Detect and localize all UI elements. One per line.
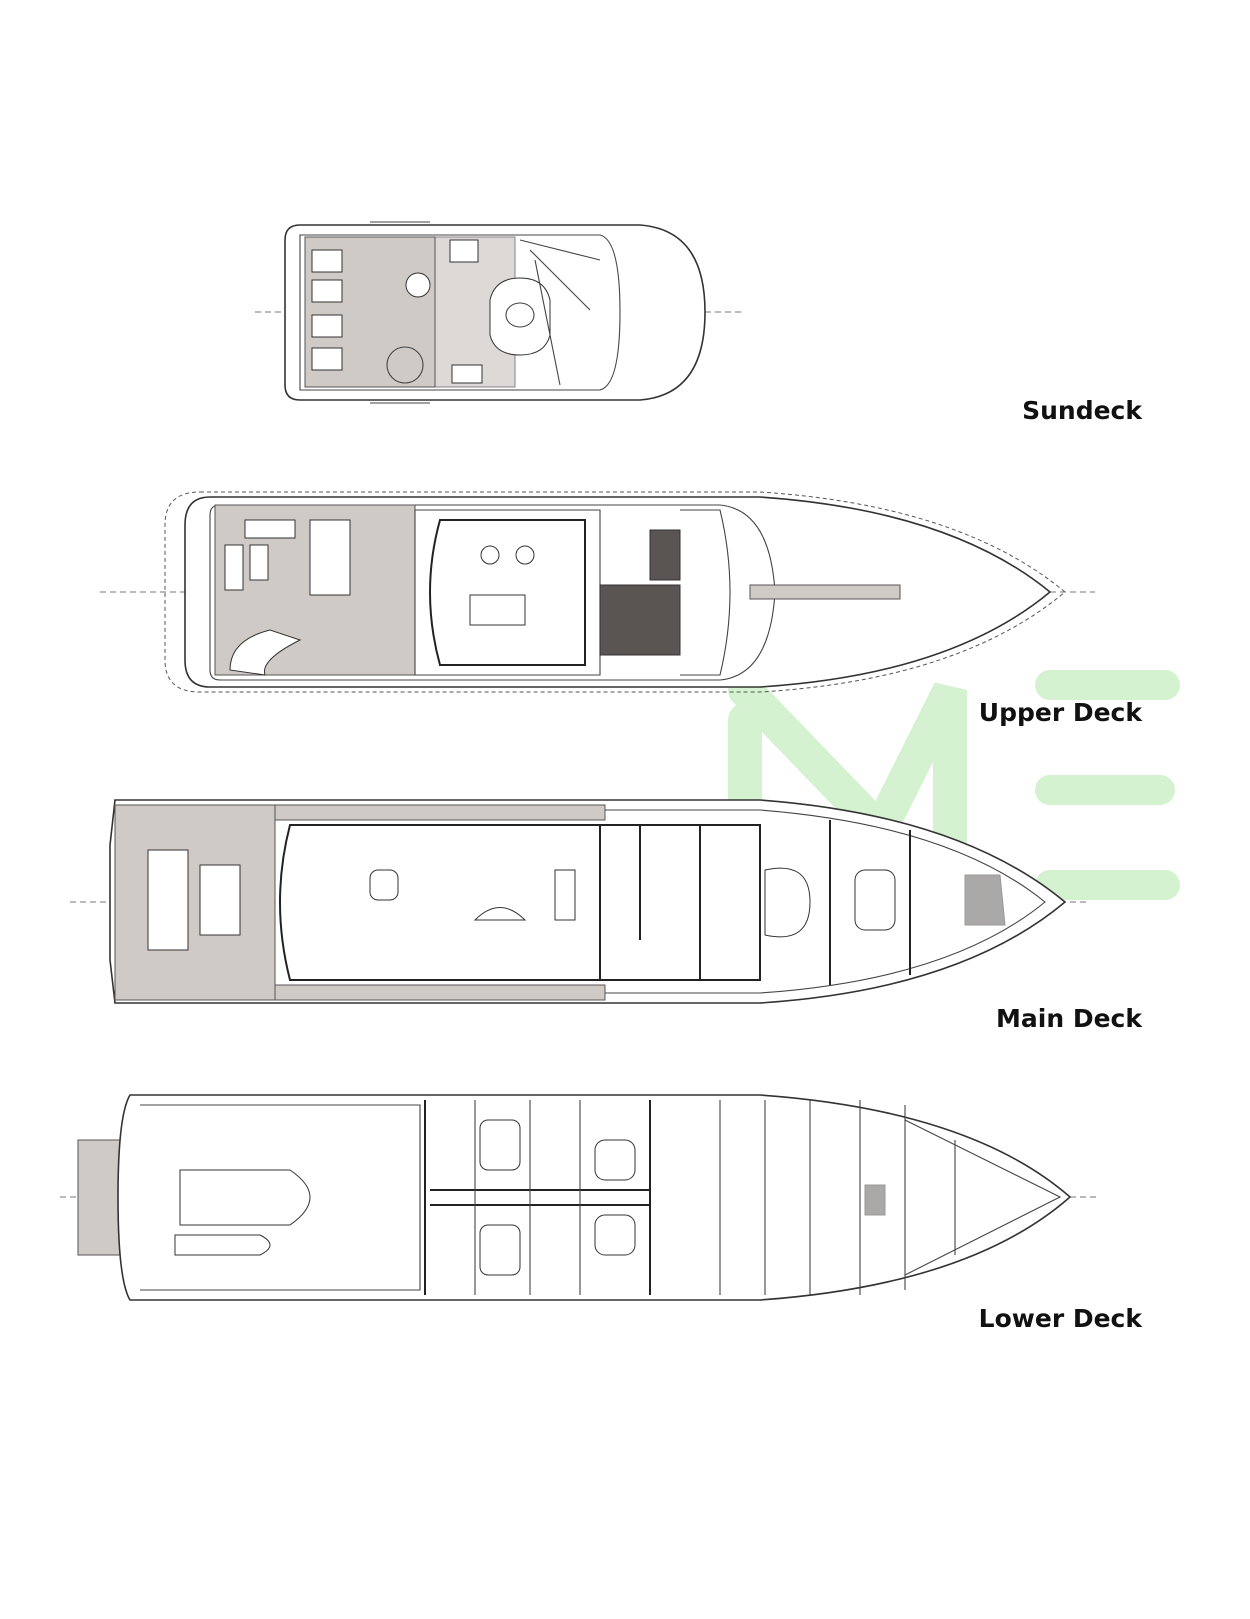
sundeck-plan bbox=[255, 221, 745, 404]
deck-label-upper-deck: Upper Deck bbox=[978, 698, 1142, 727]
deck-label-main-deck: Main Deck bbox=[996, 1004, 1142, 1033]
lower-deck-plan bbox=[60, 1094, 1100, 1301]
deck-label-lower-deck: Lower Deck bbox=[978, 1304, 1142, 1333]
deck-label-sundeck: Sundeck bbox=[1022, 396, 1142, 425]
upper-deck-plan bbox=[100, 491, 1095, 693]
main-deck-plan bbox=[70, 799, 1090, 1004]
